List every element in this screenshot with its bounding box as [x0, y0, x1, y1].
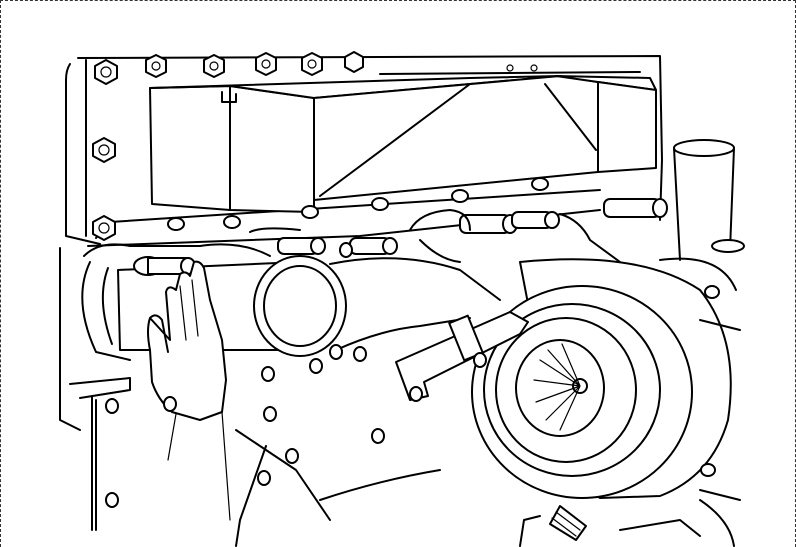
head-bolts — [92, 51, 364, 241]
coolant-pipe — [673, 139, 745, 261]
engine-block — [69, 344, 441, 547]
lower-fittings — [519, 489, 741, 547]
heat-shield — [149, 64, 657, 213]
manifold-studs — [167, 177, 668, 258]
turbocharger — [471, 257, 741, 499]
turbo-bracket — [395, 311, 529, 402]
technician-hand — [147, 260, 231, 521]
compressor-wheel — [533, 343, 588, 431]
